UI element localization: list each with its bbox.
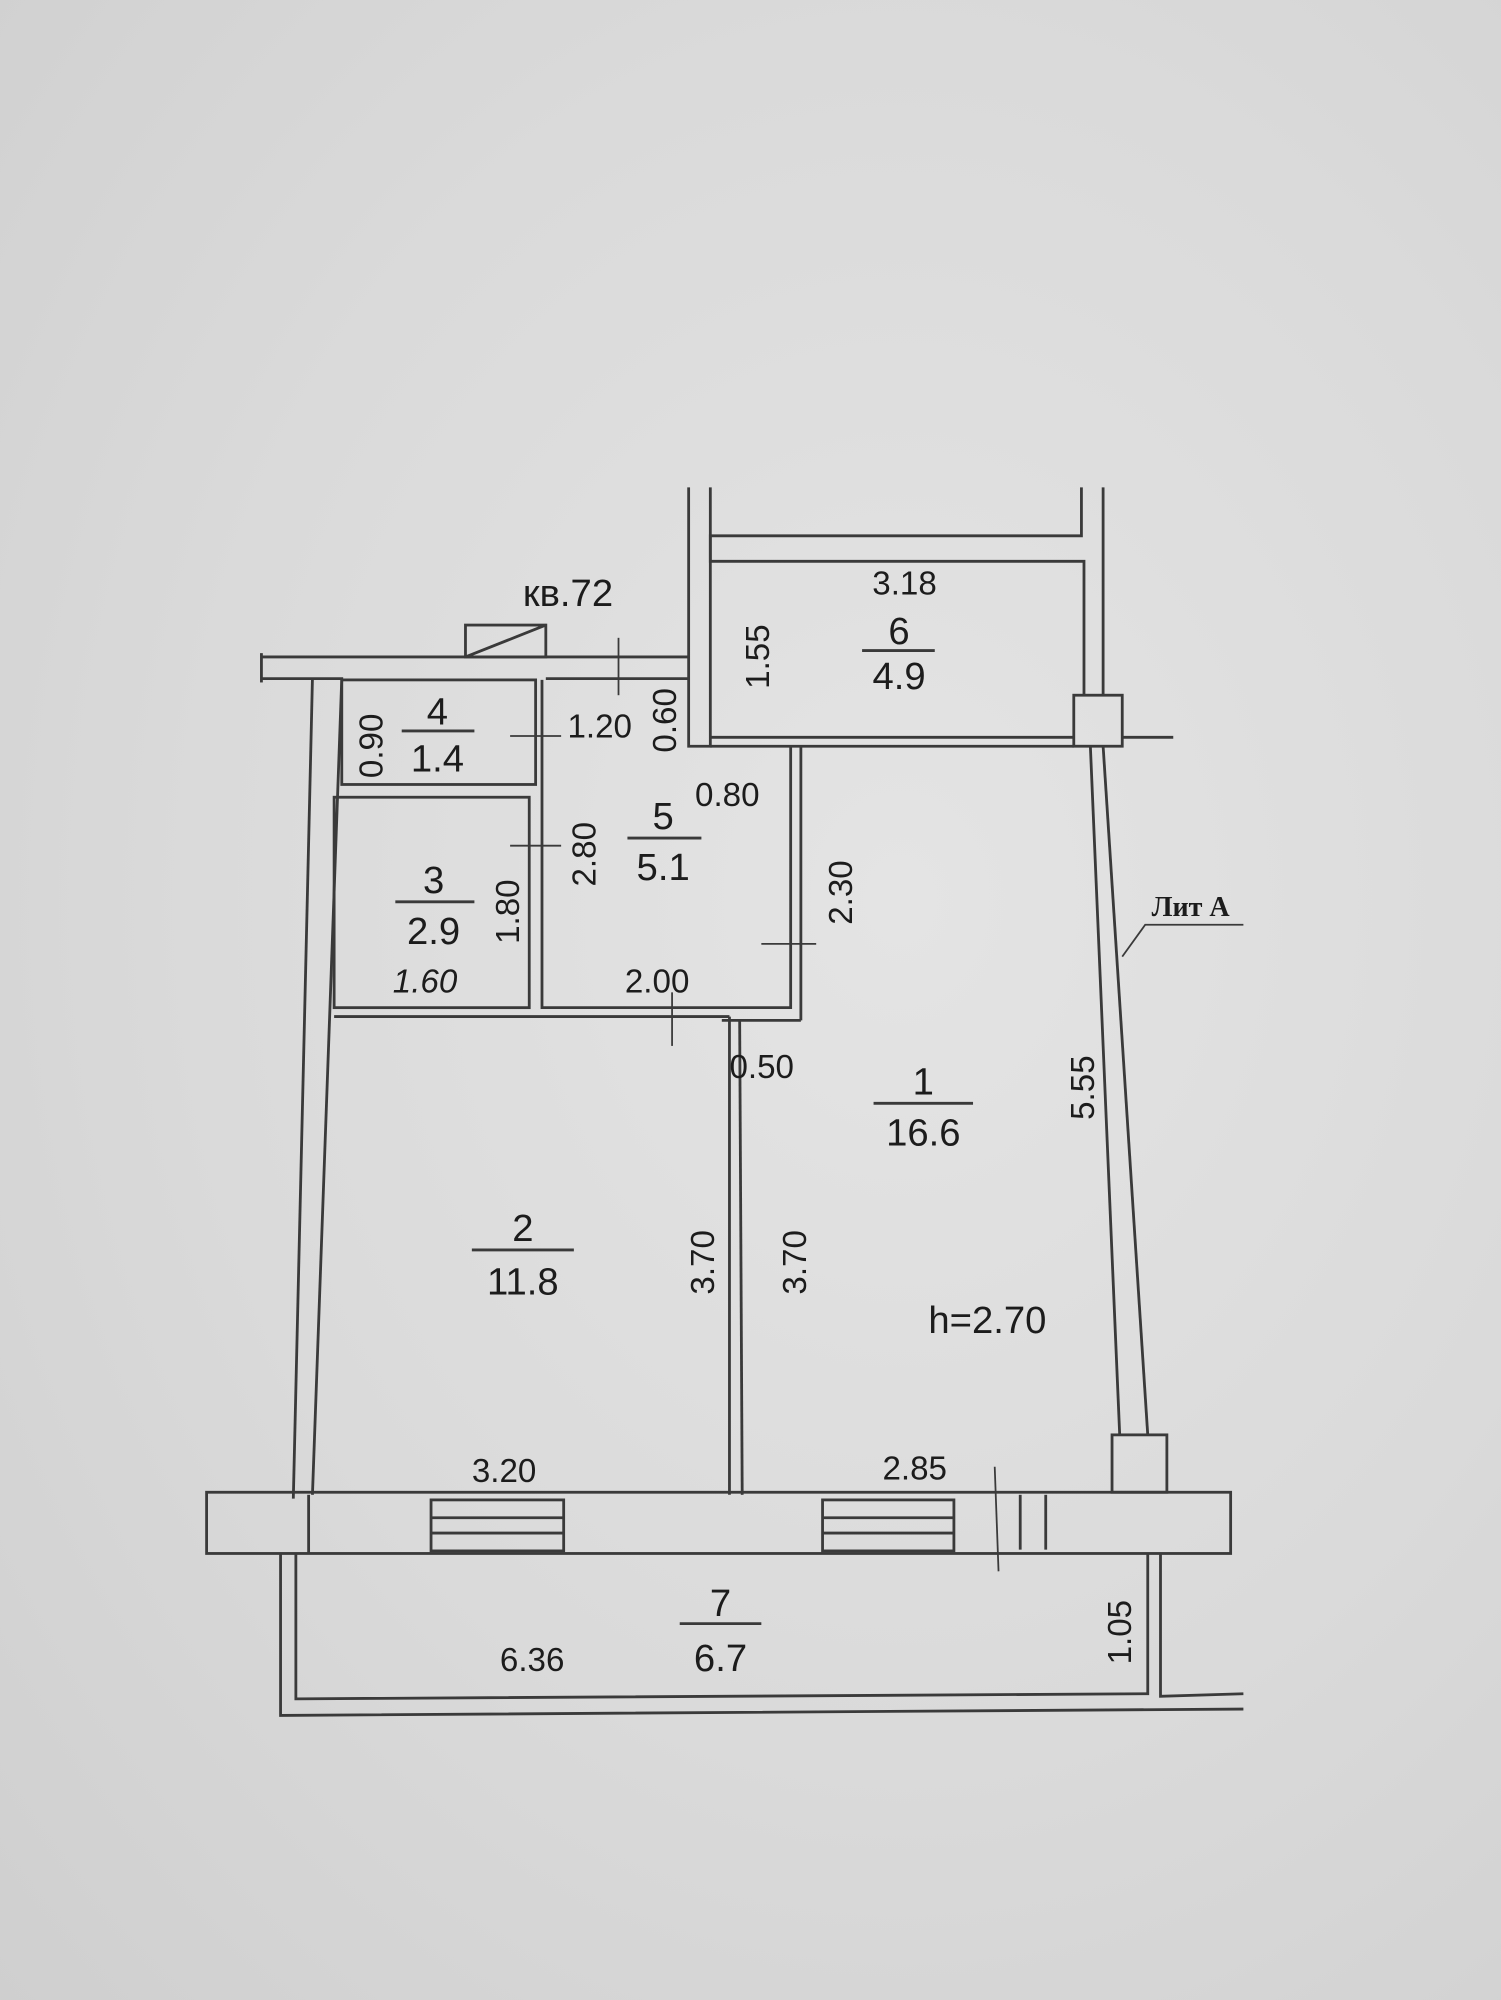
dim-label: 3.70 — [777, 1230, 814, 1295]
room-area: 2.9 — [407, 910, 460, 953]
wall-line — [311, 678, 344, 1495]
wall-line — [1159, 1553, 1244, 1698]
dim-label: 0.60 — [647, 688, 684, 753]
lit-label: Лит А — [1152, 892, 1231, 923]
room-area: 5.1 — [637, 846, 690, 889]
room-area: 1.4 — [411, 738, 464, 781]
dimensions: 3.18 1.55 0.90 1.20 0.60 0.80 2.80 2.00 … — [354, 565, 1140, 1678]
dim-label: 2.80 — [567, 822, 604, 887]
wall-line — [291, 678, 314, 1499]
room-number: 6 — [888, 610, 909, 653]
wall-line — [464, 623, 547, 659]
wall-line — [687, 487, 1083, 748]
dim-label: 1.60 — [393, 963, 458, 1000]
wall-line — [993, 1466, 1000, 1572]
column — [1072, 693, 1124, 748]
vent-shaft — [464, 623, 548, 659]
dim-label: 3.70 — [685, 1230, 722, 1295]
room-number: 2 — [512, 1207, 533, 1250]
window — [821, 1498, 956, 1553]
window — [429, 1498, 566, 1553]
dim-label: 1.05 — [1102, 1600, 1139, 1665]
room-label-1: 1 16.6 — [873, 1060, 974, 1154]
dim-label: 0.50 — [729, 1049, 794, 1086]
wall-line — [1121, 923, 1244, 958]
wall-line — [294, 1553, 1150, 1701]
dim-label: 5.55 — [1065, 1055, 1102, 1120]
apartment-number: кв.72 — [523, 572, 613, 615]
dim-label: 6.36 — [500, 1642, 565, 1679]
exterior-wall — [205, 1490, 1233, 1555]
room-label-5: 5 5.1 — [627, 795, 702, 889]
room-area: 11.8 — [487, 1261, 559, 1304]
room-label-4: 4 1.4 — [401, 691, 475, 781]
room-area: 16.6 — [886, 1111, 960, 1154]
dim-label: 2.00 — [625, 963, 690, 1000]
room-number: 7 — [710, 1582, 731, 1625]
wall-line — [540, 679, 793, 1010]
room-area: 6.7 — [694, 1637, 747, 1680]
wall-line — [1088, 746, 1122, 1435]
room-label-6: 6 4.9 — [862, 610, 935, 698]
room-number: 3 — [423, 859, 444, 902]
wall-line — [261, 677, 344, 681]
room-area: 4.9 — [872, 655, 925, 698]
room-number: 1 — [913, 1060, 934, 1103]
dim-label: 3.18 — [872, 565, 937, 602]
room-label-2: 2 11.8 — [471, 1207, 574, 1304]
ceiling-height: h=2.70 — [928, 1299, 1046, 1342]
room-4-outline — [340, 678, 538, 786]
dim-label: 2.85 — [882, 1451, 947, 1488]
dim-label: 1.20 — [567, 708, 632, 745]
dim-label: 3.20 — [472, 1453, 537, 1490]
dim-label: 1.80 — [490, 879, 527, 944]
dim-label: 0.80 — [695, 777, 760, 814]
room-label-7: 7 6.7 — [679, 1582, 762, 1680]
wall-line — [1101, 746, 1150, 1435]
dim-label: 2.30 — [823, 860, 860, 925]
room-number: 4 — [427, 691, 448, 734]
room-3-outline — [332, 795, 531, 1010]
room-label-3: 3 2.9 — [395, 859, 475, 953]
walls — [205, 487, 1244, 1717]
column — [1110, 1433, 1169, 1494]
dim-label: 0.90 — [354, 714, 391, 779]
room-number: 5 — [653, 795, 674, 838]
dim-label: 1.55 — [740, 624, 777, 689]
wall-line — [279, 1553, 1244, 1717]
wall-line — [708, 487, 1086, 696]
wall-line — [738, 1020, 744, 1495]
